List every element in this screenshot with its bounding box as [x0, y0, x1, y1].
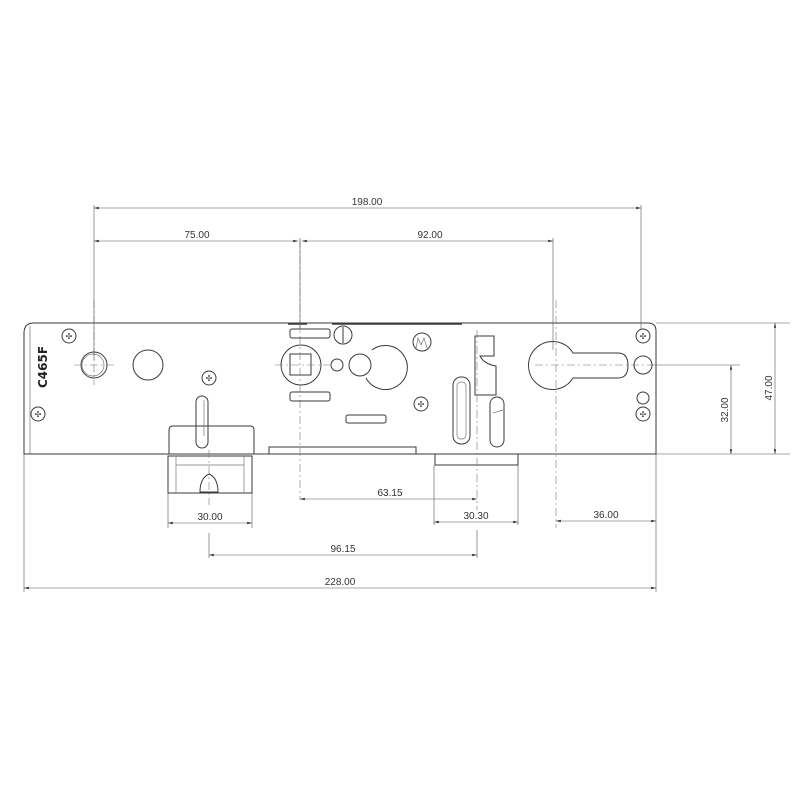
svg-text:✣: ✣: [35, 410, 42, 419]
dim-32: 32.00: [720, 397, 731, 422]
svg-text:✣: ✣: [640, 332, 647, 341]
screw-icon: ✣: [413, 396, 429, 412]
hole: [132, 349, 164, 381]
deadbolt: [434, 330, 519, 510]
slot: [289, 328, 331, 339]
svg-text:✣: ✣: [66, 332, 73, 341]
svg-text:✣: ✣: [418, 400, 425, 409]
dimension-lines: [23, 205, 790, 592]
dim-96-15: 96.15: [330, 544, 355, 555]
cylinder-cutout: [528, 300, 653, 528]
screw-icon: ✣: [635, 328, 651, 344]
dim-198: 198.00: [352, 197, 383, 208]
dim-228: 228.00: [325, 577, 356, 588]
screw-icon: ✣: [61, 328, 77, 344]
dim-30-30: 30.30: [463, 511, 488, 522]
svg-text:✣: ✣: [640, 410, 647, 419]
screw-icon: ✣: [635, 406, 651, 422]
dim-47: 47.00: [764, 375, 775, 400]
spindle-stop: [333, 325, 353, 345]
svg-text:✣: ✣: [206, 374, 213, 383]
model-label: C465F: [36, 346, 50, 388]
dim-63-15: 63.15: [377, 488, 402, 499]
follower-square: [275, 240, 330, 500]
dim-75: 75.00: [184, 230, 209, 241]
screw-icon: ✣: [201, 370, 217, 386]
screw-icon: ✣: [30, 406, 46, 422]
cam: [365, 345, 408, 390]
dim-92: 92.00: [417, 230, 442, 241]
dim-30: 30.00: [197, 512, 222, 523]
slot: [289, 391, 331, 402]
dim-36: 36.00: [593, 510, 618, 521]
latch-bolt: [167, 395, 255, 505]
